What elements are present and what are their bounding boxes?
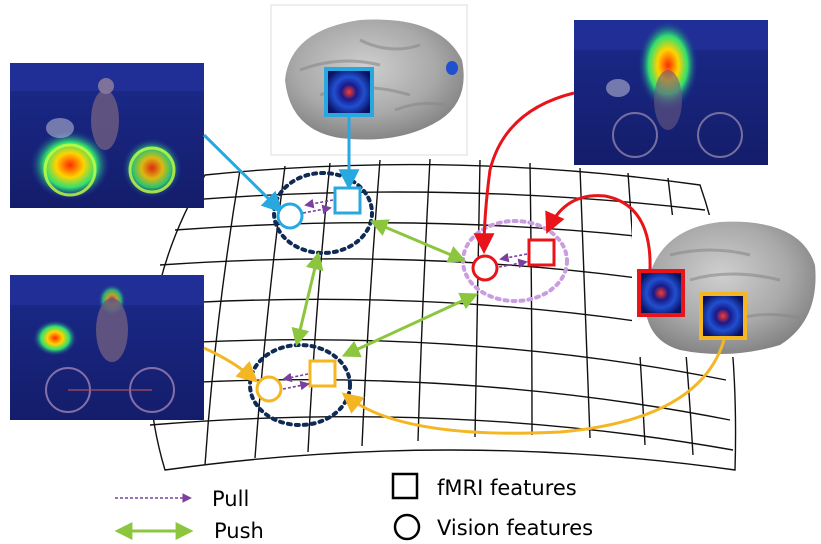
fmri-feature-yellow <box>308 359 337 388</box>
brain-surface-top <box>270 4 468 156</box>
legend-pull-label: Pull <box>212 487 249 511</box>
brain-surface-right <box>632 215 821 357</box>
arrow-image-to-vision-blue <box>202 133 283 213</box>
fmri-feature-blue <box>333 186 362 215</box>
legend-fmri-square-icon <box>391 472 419 500</box>
arrow-image-to-vision-red <box>473 91 575 255</box>
legend-push-label: Push <box>214 519 264 543</box>
heatmap-image-top-right <box>574 20 768 165</box>
legend-vision-circle-icon <box>393 513 421 541</box>
arrow-image-to-vision-yellow <box>203 346 259 383</box>
vision-feature-blue <box>276 202 304 230</box>
heatmap-image-bottom-left <box>10 275 204 420</box>
heatmap-image-top-left <box>10 63 204 208</box>
fmri-feature-red <box>527 238 556 267</box>
legend-vision-label: Vision features <box>437 516 593 540</box>
pull-arrows <box>282 198 528 391</box>
legend-fmri-label: fMRI features <box>437 476 577 500</box>
vision-feature-red <box>471 254 499 282</box>
arrow-brain-to-fmri-red <box>545 194 652 271</box>
arrow-brain-to-fmri-yellow <box>341 339 726 435</box>
legend: Pull Push fMRI features Vision features <box>114 472 593 543</box>
push-arrows <box>291 219 479 358</box>
vision-feature-yellow <box>255 375 283 403</box>
